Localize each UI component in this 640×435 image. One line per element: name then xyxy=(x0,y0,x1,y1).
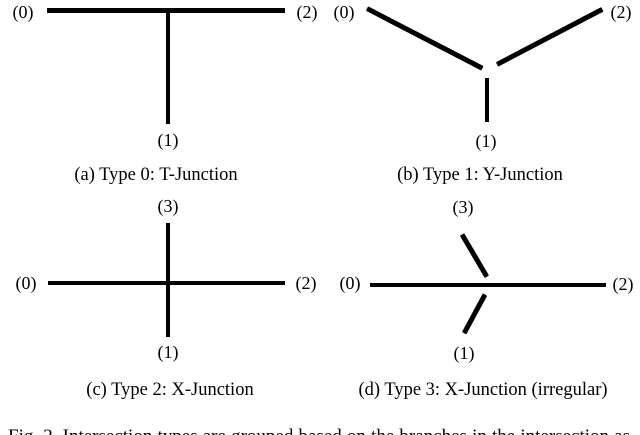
branch-label-1: (1) xyxy=(157,130,179,150)
branch-label-1: (1) xyxy=(453,343,475,363)
branch-label-2: (2) xyxy=(296,1,318,22)
branch-label-3: (3) xyxy=(452,197,474,217)
y-junction-left-diagonal-line xyxy=(365,5,484,70)
branch-label-0: (0) xyxy=(15,273,37,293)
branch-label-0: (0) xyxy=(339,273,361,293)
x-junction-vertical-line xyxy=(166,223,170,337)
branch-label-1: (1) xyxy=(157,342,179,362)
t-junction-horizontal-line xyxy=(47,8,285,13)
branch-label-2: (2) xyxy=(612,274,634,294)
branch-label-2: (2) xyxy=(610,2,632,22)
panel-caption-d: (d) Type 3: X-Junction (irregular) xyxy=(358,379,608,400)
branch-label-1: (1) xyxy=(475,131,497,151)
irregular-x-horizontal-line xyxy=(370,282,606,288)
branch-label-0: (0) xyxy=(12,1,34,22)
x-junction-horizontal-line xyxy=(48,280,285,286)
y-junction-right-diagonal-line xyxy=(495,6,604,67)
t-junction-vertical-line xyxy=(166,10,170,124)
figure-caption-partial: Fig. 2. Intersection types are grouped b… xyxy=(8,424,630,435)
branch-label-2: (2) xyxy=(295,273,317,293)
panel-caption-b: (b) Type 1: Y-Junction xyxy=(397,164,563,185)
branch-label-3: (3) xyxy=(157,196,179,216)
panel-caption-a: (a) Type 0: T-Junction xyxy=(74,164,238,185)
branch-label-0: (0) xyxy=(333,2,355,22)
panel-caption-c: (c) Type 2: X-Junction xyxy=(86,379,254,400)
irregular-x-lower-branch-line xyxy=(461,292,488,335)
irregular-x-upper-branch-line xyxy=(459,232,490,278)
y-junction-stem-line xyxy=(485,78,489,122)
